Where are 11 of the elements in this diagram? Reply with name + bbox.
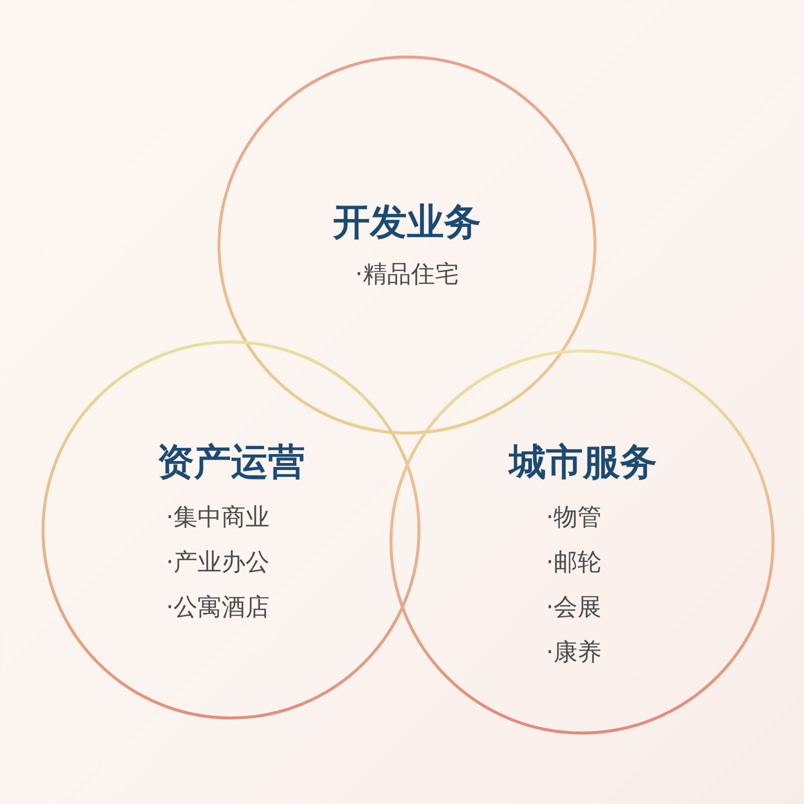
list-item: ·产业办公 <box>166 550 270 574</box>
list-item: ·集中商业 <box>166 505 270 529</box>
list-item: ·康养 <box>546 640 602 664</box>
list-item: ·会展 <box>546 595 602 619</box>
circle-heading: 开发业务 <box>333 204 481 240</box>
list-item: ·物管 <box>546 505 602 529</box>
list-item: ·公寓酒店 <box>166 595 270 619</box>
circle-heading: 城市服务 <box>509 444 657 480</box>
list-item: ·邮轮 <box>546 550 602 574</box>
circle-heading: 资产运营 <box>157 444 305 480</box>
list-item: ·精品住宅 <box>355 262 459 286</box>
